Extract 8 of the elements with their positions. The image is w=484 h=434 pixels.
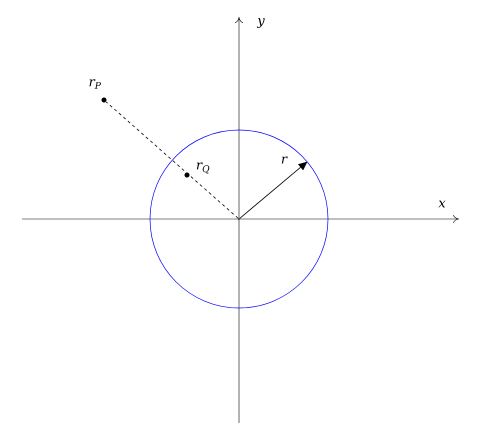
arrow — [239, 162, 308, 219]
circle — [150, 130, 328, 308]
edge-label: r — [282, 156, 288, 164]
point-label: r$_{Q}$ — [196, 162, 210, 174]
point-label: r$_{P}$ — [90, 79, 101, 89]
axis-label: y — [256, 18, 265, 28]
axis-label: x — [438, 200, 446, 208]
dashed-line — [106, 102, 239, 219]
